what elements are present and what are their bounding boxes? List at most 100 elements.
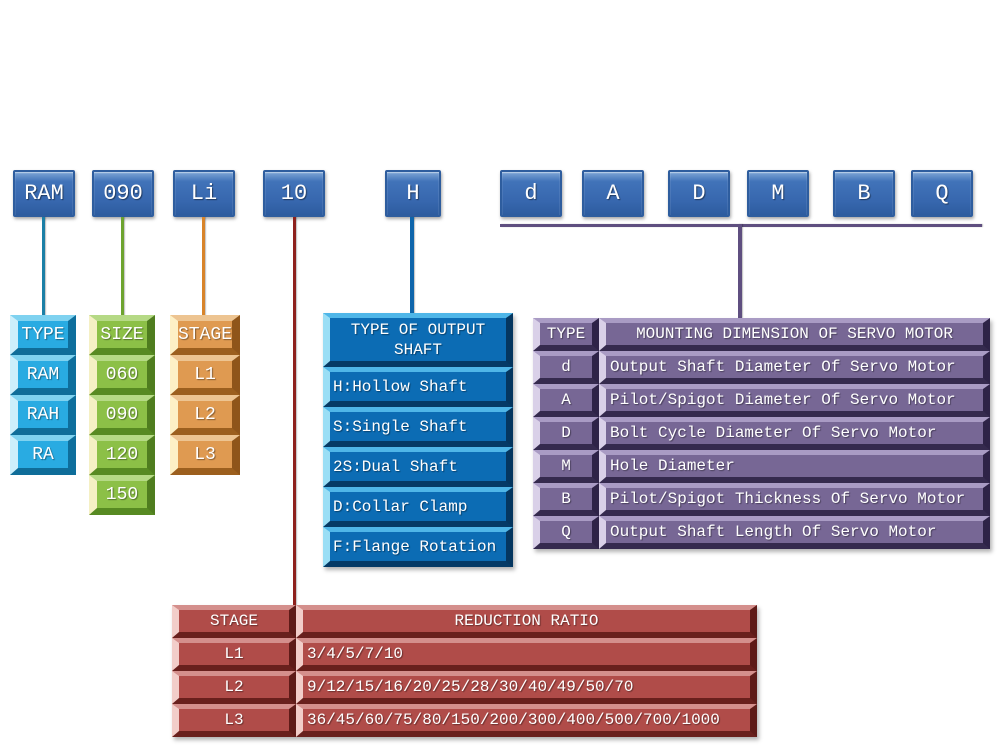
servo-desc-label: Bolt Cycle Diameter Of Servo Motor [610, 424, 937, 442]
ratio-header-label: STAGE [209, 612, 258, 630]
output-shaft-row-single: S:Single Shaft [323, 407, 513, 447]
ratio-row-stage: L1 [172, 638, 296, 671]
code-box-label: d [524, 181, 538, 206]
servo-motor-row-a: A Pilot/Spigot Diameter Of Servo Motor [533, 384, 990, 417]
servo-code-label: d [561, 358, 571, 376]
connector-purple-vline [738, 224, 742, 318]
servo-motor-row-q: Q Output Shaft Length Of Servo Motor [533, 516, 990, 549]
ratio-row-values: 36/45/60/75/80/150/200/300/400/500/700/1… [296, 704, 757, 737]
type-item-label: RA [32, 444, 54, 465]
type-item-label: RAH [26, 404, 60, 425]
output-shaft-header-label: TYPE OF OUTPUT SHAFT [350, 320, 486, 359]
stage-item-label: L2 [194, 404, 216, 425]
servo-desc-label: Pilot/Spigot Thickness Of Servo Motor [610, 490, 966, 508]
servo-row-desc: Pilot/Spigot Diameter Of Servo Motor [599, 384, 990, 417]
servo-motor-table: TYPE MOUNTING DIMENSION OF SERVO MOTOR d… [533, 318, 990, 549]
ratio-header-ratio: REDUCTION RATIO [296, 605, 757, 638]
stage-item-l2: L2 [170, 395, 240, 435]
size-item-150: 150 [89, 475, 155, 515]
connector-red-line [293, 217, 296, 606]
size-item-120: 120 [89, 435, 155, 475]
code-box-label: H [406, 181, 420, 206]
ratio-row-l3: L3 36/45/60/75/80/150/200/300/400/500/70… [172, 704, 757, 737]
servo-code-label: D [561, 424, 571, 442]
code-box-label: Li [190, 181, 218, 206]
ratio-values-label: 9/12/15/16/20/25/28/30/40/49/50/70 [307, 678, 634, 696]
code-box-ram: RAM [13, 170, 75, 217]
output-shaft-row-label: S:Single Shaft [333, 417, 468, 436]
servo-row-code: B [533, 483, 599, 516]
output-shaft-row-hollow: H:Hollow Shaft [323, 367, 513, 407]
servo-row-code: A [533, 384, 599, 417]
size-item-090: 090 [89, 395, 155, 435]
stage-item-label: L3 [194, 444, 216, 465]
connector-teal-line [42, 217, 45, 317]
ratio-row-l1: L1 3/4/5/7/10 [172, 638, 757, 671]
ratio-stage-label: L3 [224, 711, 244, 729]
type-column-header-label: TYPE [21, 324, 65, 345]
code-box-m: M [747, 170, 809, 217]
code-box-090: 090 [92, 170, 154, 217]
output-shaft-table-header: TYPE OF OUTPUT SHAFT [323, 313, 513, 367]
output-shaft-row-dual: 2S:Dual Shaft [323, 447, 513, 487]
servo-header-label: MOUNTING DIMENSION OF SERVO MOTOR [636, 325, 953, 343]
servo-code-label: B [561, 490, 571, 508]
size-item-label: 090 [105, 404, 139, 425]
servo-row-desc: Bolt Cycle Diameter Of Servo Motor [599, 417, 990, 450]
reduction-ratio-table: STAGE REDUCTION RATIO L1 3/4/5/7/10 L2 9… [172, 605, 757, 737]
code-box-label: RAM [24, 181, 64, 206]
servo-desc-label: Output Shaft Length Of Servo Motor [610, 523, 937, 541]
code-box-d: d [500, 170, 562, 217]
output-shaft-row-flange: F:Flange Rotation [323, 527, 513, 567]
servo-code-label: Q [561, 523, 571, 541]
servo-desc-label: Pilot/Spigot Diameter Of Servo Motor [610, 391, 956, 409]
type-item-ram: RAM [10, 355, 76, 395]
ratio-row-values: 3/4/5/7/10 [296, 638, 757, 671]
servo-row-desc: Hole Diameter [599, 450, 990, 483]
servo-row-code: M [533, 450, 599, 483]
servo-row-desc: Output Shaft Diameter Of Servo Motor [599, 351, 990, 384]
output-shaft-row-collar: D:Collar Clamp [323, 487, 513, 527]
servo-header-label: TYPE [546, 325, 586, 343]
ratio-row-stage: L3 [172, 704, 296, 737]
servo-motor-row-d: d Output Shaft Diameter Of Servo Motor [533, 351, 990, 384]
output-shaft-row-label: 2S:Dual Shaft [333, 457, 458, 476]
servo-desc-label: Output Shaft Diameter Of Servo Motor [610, 358, 956, 376]
code-box-label: 10 [280, 181, 308, 206]
stage-item-l3: L3 [170, 435, 240, 475]
type-item-rah: RAH [10, 395, 76, 435]
ratio-stage-label: L1 [224, 645, 244, 663]
servo-motor-row-dd: D Bolt Cycle Diameter Of Servo Motor [533, 417, 990, 450]
size-column: SIZE 060 090 120 150 [89, 315, 155, 515]
code-box-a: A [582, 170, 644, 217]
size-column-header-label: SIZE [100, 324, 144, 345]
servo-row-desc: Output Shaft Length Of Servo Motor [599, 516, 990, 549]
servo-motor-header-type: TYPE [533, 318, 599, 351]
ratio-values-label: 36/45/60/75/80/150/200/300/400/500/700/1… [307, 711, 720, 729]
stage-column-header-label: STAGE [178, 324, 233, 345]
ratio-row-stage: L2 [172, 671, 296, 704]
code-box-label: M [771, 181, 785, 206]
code-box-dd: D [668, 170, 730, 217]
size-item-label: 060 [105, 364, 139, 385]
stage-item-l1: L1 [170, 355, 240, 395]
servo-row-code: d [533, 351, 599, 384]
type-column: TYPE RAM RAH RA [10, 315, 76, 475]
ratio-row-values: 9/12/15/16/20/25/28/30/40/49/50/70 [296, 671, 757, 704]
ratio-header-label: REDUCTION RATIO [454, 612, 599, 630]
code-box-b: B [833, 170, 895, 217]
code-box-q: Q [911, 170, 973, 217]
servo-code-label: A [561, 391, 571, 409]
servo-motor-row-m: M Hole Diameter [533, 450, 990, 483]
code-box-li: Li [173, 170, 235, 217]
type-item-ra: RA [10, 435, 76, 475]
stage-column-header: STAGE [170, 315, 240, 355]
servo-row-desc: Pilot/Spigot Thickness Of Servo Motor [599, 483, 990, 516]
ratio-header-row: STAGE REDUCTION RATIO [172, 605, 757, 638]
servo-code-label: M [561, 457, 571, 475]
ratio-row-l2: L2 9/12/15/16/20/25/28/30/40/49/50/70 [172, 671, 757, 704]
ratio-header-stage: STAGE [172, 605, 296, 638]
size-item-060: 060 [89, 355, 155, 395]
output-shaft-table: TYPE OF OUTPUT SHAFT H:Hollow Shaft S:Si… [323, 313, 513, 567]
